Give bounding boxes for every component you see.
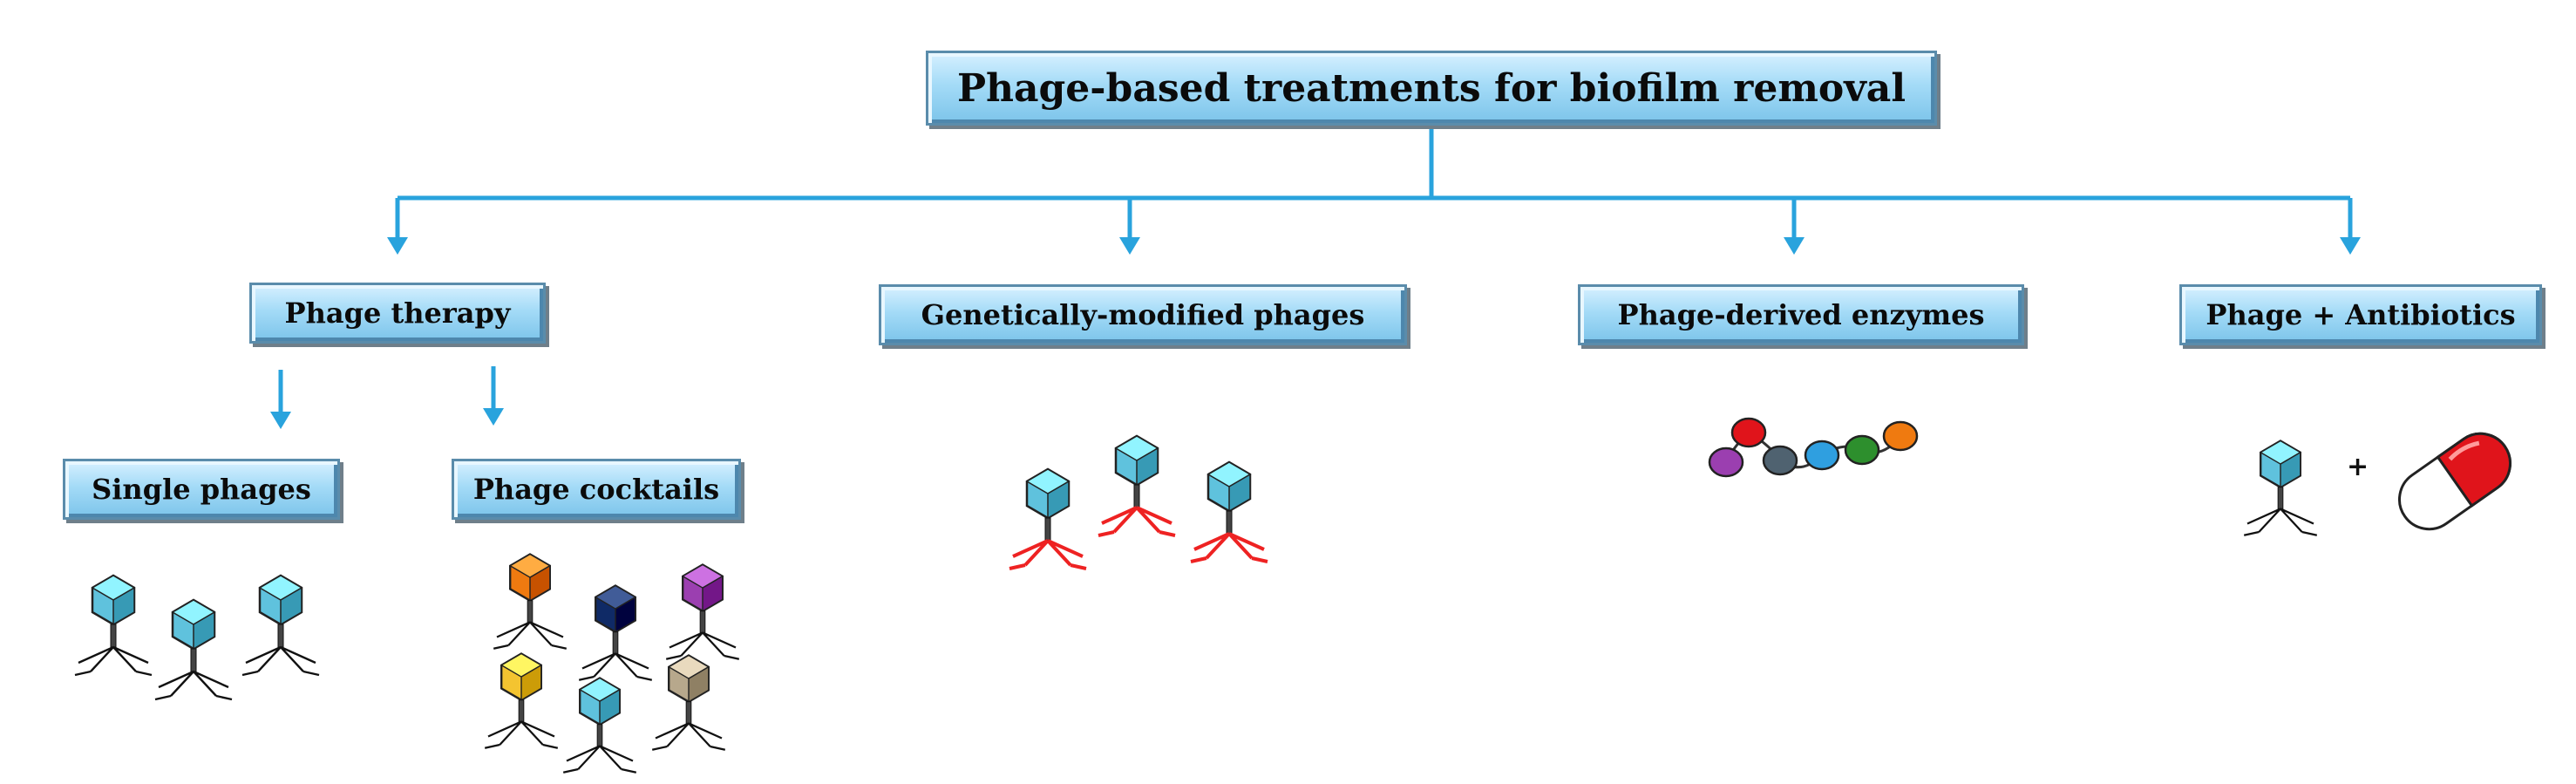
bacteriophage-icon bbox=[1098, 434, 1176, 537]
genetically-modified-phage-icons bbox=[1009, 434, 1268, 570]
enzyme-bead bbox=[1844, 434, 1880, 466]
node-phage-derived-enzymes: Phage-derived enzymes bbox=[1578, 284, 2024, 345]
node-phage-antibiotics: Phage + Antibiotics bbox=[2179, 284, 2542, 345]
antibiotic-phage-icon bbox=[2243, 440, 2318, 536]
bacteriophage-icon bbox=[2243, 440, 2318, 536]
arrowhead bbox=[1784, 237, 1805, 255]
enzyme-bead bbox=[1708, 447, 1744, 478]
bacteriophage-icon bbox=[578, 584, 653, 681]
enzyme-bead bbox=[1882, 420, 1919, 452]
single-phages-icons bbox=[74, 574, 320, 701]
phage-cocktail-icons bbox=[484, 553, 740, 774]
enzyme-bead bbox=[1804, 440, 1840, 471]
arrowhead bbox=[1119, 237, 1140, 255]
bacteriophage-icon bbox=[74, 574, 153, 677]
bacteriophage-icon bbox=[1190, 460, 1268, 563]
enzyme-bead bbox=[1730, 417, 1767, 448]
connector-lines bbox=[278, 126, 2353, 417]
arrowhead bbox=[483, 408, 504, 426]
node-single-phages: Single phages bbox=[63, 459, 340, 520]
bacteriophage-icon bbox=[665, 563, 740, 660]
arrowhead bbox=[387, 237, 408, 255]
bacteriophage-icon bbox=[241, 574, 320, 677]
node-phage-therapy: Phage therapy bbox=[249, 283, 546, 344]
bacteriophage-icon bbox=[493, 553, 568, 650]
node-genetically-modified-phages: Genetically-modified phages bbox=[879, 284, 1407, 345]
bacteriophage-icon bbox=[154, 598, 233, 701]
capsule-icon bbox=[2398, 432, 2511, 531]
arrowhead bbox=[270, 412, 291, 429]
enzyme-bead bbox=[1762, 445, 1798, 476]
arrowheads bbox=[270, 237, 2361, 429]
enzyme-chain-icon bbox=[1708, 417, 1919, 478]
plus-sign: + bbox=[2347, 452, 2369, 482]
bacteriophage-icon bbox=[651, 654, 726, 751]
arrowhead bbox=[2340, 237, 2361, 255]
bacteriophage-icon bbox=[1009, 467, 1087, 570]
bacteriophage-icon bbox=[562, 677, 637, 774]
bacteriophage-icon bbox=[484, 652, 559, 749]
diagram-title: Phage-based treatments for biofilm remov… bbox=[926, 51, 1937, 126]
node-phage-cocktails: Phage cocktails bbox=[452, 459, 741, 520]
